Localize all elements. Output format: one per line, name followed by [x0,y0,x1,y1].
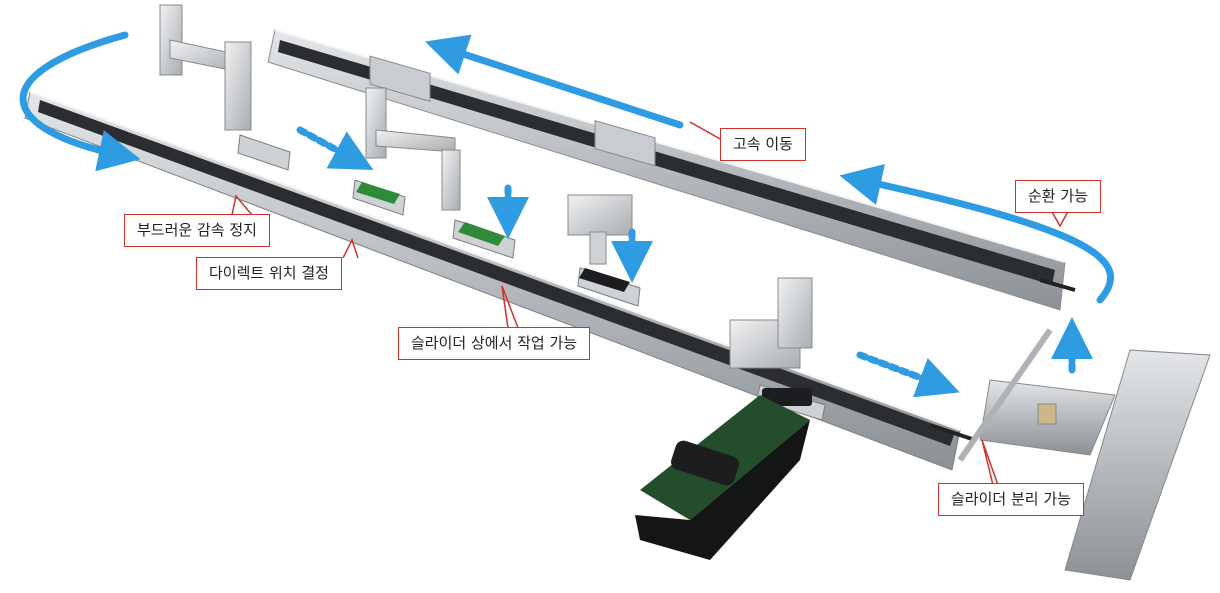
single-axis-robot [567,194,633,265]
flow-arrows [19,31,1114,398]
main-rail [24,91,976,471]
callout-smooth-stop: 부드러운 감속 정지 [124,214,270,247]
callout-direct-positioning: 다이렉트 위치 결정 [196,257,342,290]
callout-high-speed-move: 고속 이동 [720,128,806,161]
workpiece [671,440,739,486]
slider [237,134,291,171]
slider [369,55,431,102]
callout-slider-separation: 슬라이더 분리 가능 [938,483,1084,516]
flow-arrow [425,34,684,129]
return-rail [267,29,1076,311]
slider [594,119,656,167]
separated-slider-unit [957,328,1211,581]
callout-circulation: 순환 가능 [1015,180,1101,213]
pcb-board [356,182,400,204]
flow-arrow [839,163,1114,304]
pcb-board [458,222,505,246]
flow-arrow [856,351,960,398]
scara-robot-left [159,4,252,131]
workpiece [579,268,630,292]
scara-robot-front [729,277,813,406]
flow-arrow [296,126,374,171]
callout-work-on-slider: 슬라이더 상에서 작업 가능 [398,327,591,360]
flow-arrow [19,31,141,172]
conveyor-belt [635,395,810,560]
